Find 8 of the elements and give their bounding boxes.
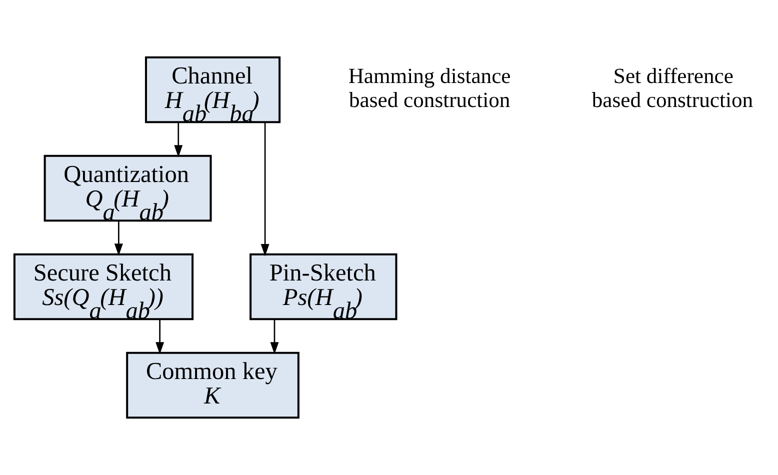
arrow: [174, 122, 182, 158]
arrow: [260, 122, 269, 256]
arrow: [155, 320, 164, 354]
arrow: [270, 320, 278, 354]
label: Hamming distance based construction: [348, 64, 510, 112]
node-box: Common key K: [126, 352, 299, 419]
label: Set difference based construction: [591, 64, 753, 112]
arrow: [114, 221, 122, 256]
